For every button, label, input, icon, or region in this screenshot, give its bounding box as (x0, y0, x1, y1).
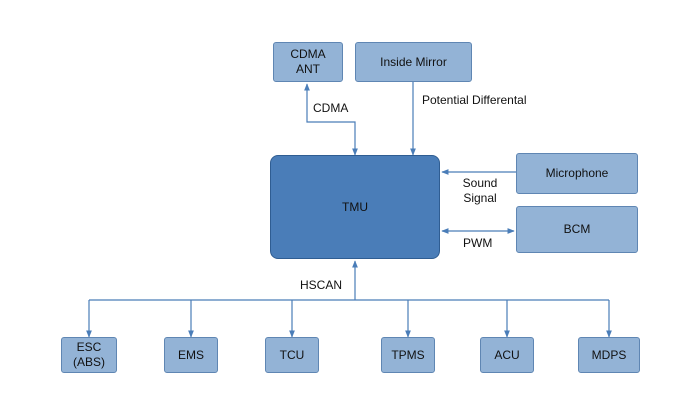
microphone-box: Microphone (516, 153, 638, 194)
cdma-connector (304, 83, 358, 156)
inside-mirror-box: Inside Mirror (355, 42, 472, 82)
bcm-box: BCM (516, 206, 638, 253)
tmu-box: TMU (270, 155, 440, 259)
esc-box: ESC (ABS) (61, 337, 117, 373)
tcu-box: TCU (265, 337, 319, 373)
hscan-label: HSCAN (300, 278, 343, 292)
acu-box: ACU (480, 337, 534, 373)
sound-signal-label: Sound Signal (462, 176, 498, 205)
potential-differental-label: Potential Differental (422, 93, 527, 107)
pwm-label: PWM (463, 236, 493, 250)
cdma-label: CDMA (313, 101, 349, 115)
ems-box: EMS (164, 337, 218, 373)
tpms-box: TPMS (381, 337, 435, 373)
mdps-box: MDPS (578, 337, 640, 373)
cdma-ant-box: CDMA ANT (273, 42, 343, 82)
